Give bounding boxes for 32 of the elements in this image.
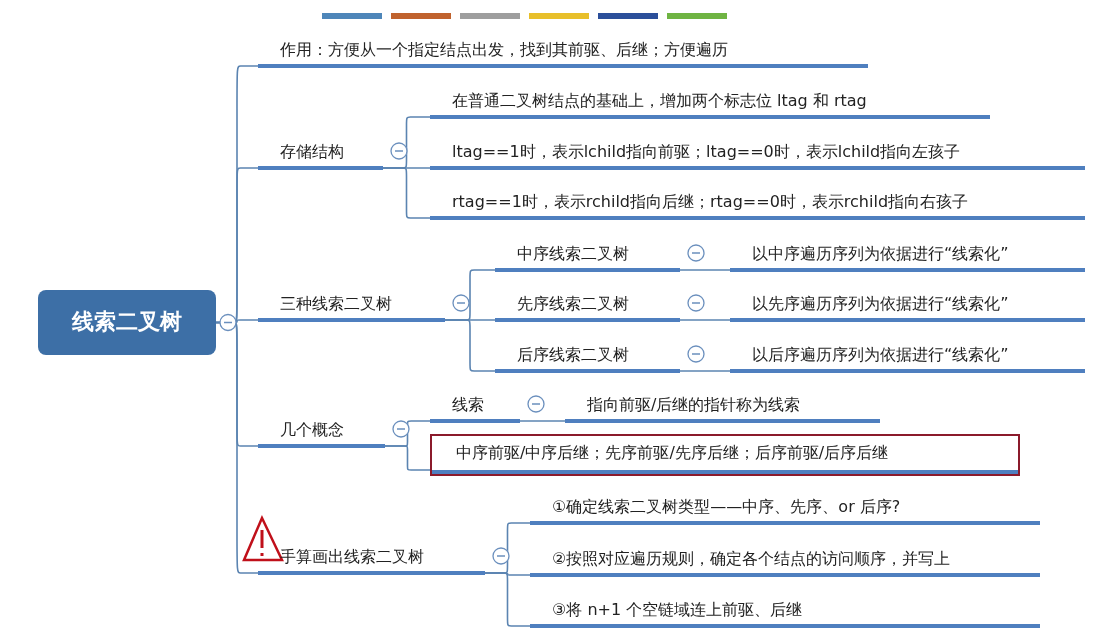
branch-line — [484, 572, 531, 627]
topic-text: 以后序遍历序列为依据进行“线索化” — [752, 346, 1009, 364]
root-topic-box — [38, 290, 216, 355]
topic-text: 手算画出线索二叉树 — [280, 548, 424, 566]
topic-text: 在普通二叉树结点的基础上，增加两个标志位 ltag 和 rtag — [452, 92, 867, 110]
topic-text: 作用：方便从一个指定结点出发，找到其前驱、后继；方便遍历 — [280, 41, 728, 59]
topic-text: 几个概念 — [280, 421, 344, 439]
topic-text: 中序前驱/中序后继；先序前驱/先序后继；后序前驱/后序后继 — [456, 443, 889, 462]
branch-line — [679, 319, 731, 321]
highlighted-topic — [430, 434, 1020, 476]
topic-text: 先序线索二叉树 — [517, 295, 629, 313]
branch-line — [382, 167, 431, 219]
topic-text: 以先序遍历序列为依据进行“线索化” — [752, 295, 1009, 313]
topic-text: 指向前驱/后继的指针称为线索 — [587, 396, 801, 414]
topic-text: ①确定线索二叉树类型——中序、先序、or 后序? — [552, 498, 901, 516]
topic-text: 存储结构 — [280, 143, 344, 161]
topic-text: ltag==1时，表示lchild指向前驱；ltag==0时，表示lchild指向左孩子 — [452, 143, 961, 161]
branch-line — [384, 445, 431, 471]
topic-text: 线索二叉树 — [72, 310, 182, 335]
branch-line — [519, 420, 566, 422]
branch-line — [679, 370, 731, 372]
topic-text: 以中序遍历序列为依据进行“线索化” — [752, 245, 1009, 263]
topic-text: rtag==1时，表示rchild指向后继；rtag==0时，表示rchild指向右孩子 — [452, 193, 969, 211]
topic-text: 中序线索二叉树 — [517, 245, 629, 263]
topic-text: ②按照对应遍历规则，确定各个结点的访问顺序，并写上 — [552, 550, 951, 568]
topic-text: 线索 — [452, 396, 484, 414]
branch-line — [679, 269, 731, 271]
topic-text: 后序线索二叉树 — [517, 346, 629, 364]
branch-line — [444, 319, 496, 372]
topic-text: ③将 n+1 个空链域连上前驱、后继 — [552, 601, 803, 619]
topic-text: 三种线索二叉树 — [280, 295, 392, 313]
branch-line — [215, 321, 259, 574]
